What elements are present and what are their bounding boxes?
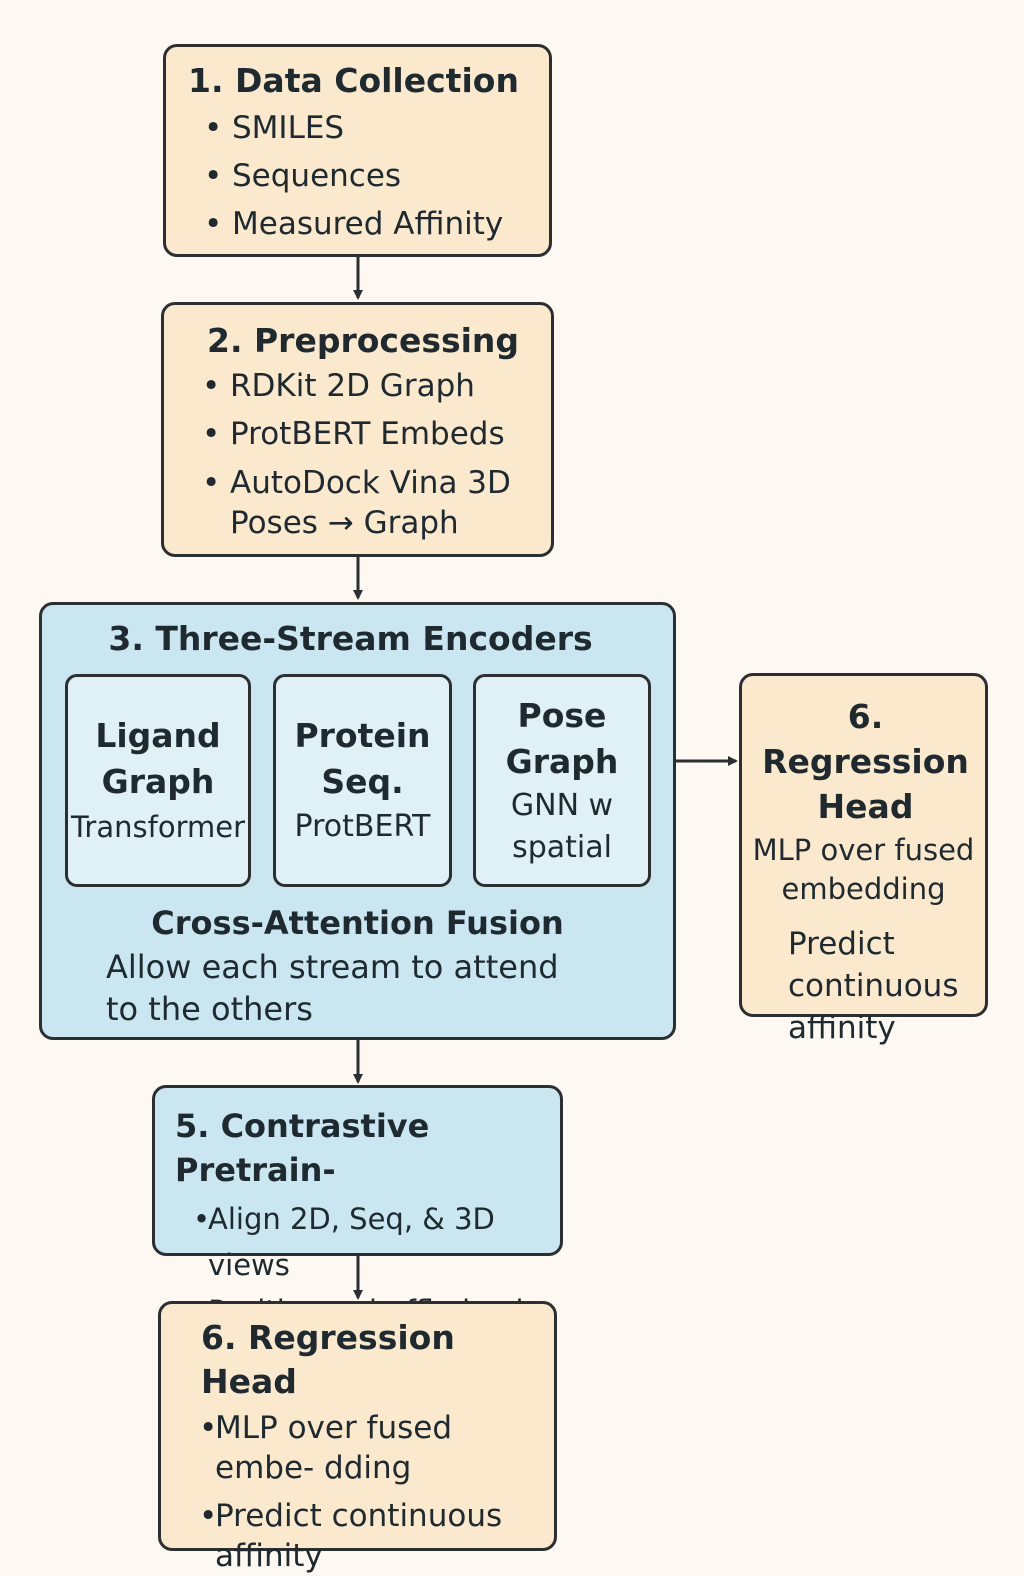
three-stream-encoders-box: 3. Three-Stream Encoders Ligand Graph Tr… xyxy=(39,602,676,1040)
regression-head-side-sub: MLP over fused embedding xyxy=(752,833,975,906)
protein-seq-encoder: Protein Seq. ProtBERT xyxy=(273,674,452,887)
pose-graph-encoder: Pose Graph GNN w spatial xyxy=(473,674,651,887)
data-collection-box: 1. Data Collection SMILES Sequences Meas… xyxy=(163,44,552,257)
cross-attention-fusion-desc: Allow each stream to attend to the other… xyxy=(106,948,559,1028)
pose-graph-title: Pose Graph xyxy=(505,695,619,781)
preprocessing-box: 2. Preprocessing RDKit 2D Graph ProtBERT… xyxy=(161,302,554,557)
data-collection-title: 1. Data Collection xyxy=(188,61,519,100)
regression-head-bottom-list: MLP over fused embe- dding Predict conti… xyxy=(161,1408,554,1576)
list-item: AutoDock Vina 3D Poses → Graph xyxy=(164,463,530,543)
list-item: MLP over fused embe- dding xyxy=(161,1408,495,1488)
preprocessing-list: RDKit 2D Graph ProtBERT Embeds AutoDock … xyxy=(164,363,551,543)
list-item: RDKit 2D Graph xyxy=(164,363,551,409)
preprocessing-title: 2. Preprocessing xyxy=(207,321,520,360)
pipeline-diagram: 1. Data Collection SMILES Sequences Meas… xyxy=(0,0,1024,1536)
ligand-graph-sub: Transformer xyxy=(70,809,245,844)
contrastive-pretrain-title: 5. Contrastive Pretrain- xyxy=(175,1107,430,1189)
cross-attention-fusion-title: Cross-Attention Fusion xyxy=(151,904,564,942)
regression-head-side-desc: Predict continuous affinity xyxy=(788,926,959,1046)
ligand-graph-encoder: Ligand Graph Transformer xyxy=(65,674,251,887)
contrastive-pretrain-box: 5. Contrastive Pretrain- Align 2D, Seq, … xyxy=(152,1085,563,1334)
list-item: SMILES xyxy=(166,105,549,151)
regression-head-side-box: 6. Regression Head MLP over fused embedd… xyxy=(739,673,988,1046)
regression-head-bottom-box: 6. Regression Head MLP over fused embe- … xyxy=(158,1301,557,1574)
pose-graph-sub: GNN w spatial xyxy=(510,787,614,865)
list-item: ProtBERT Embeds xyxy=(164,411,551,457)
three-stream-encoders-title: 3. Three-Stream Encoders xyxy=(108,619,593,658)
list-item: Predict continuous affinity xyxy=(161,1496,505,1576)
list-item: Measured Affinity xyxy=(166,201,549,247)
data-collection-list: SMILES Sequences Measured Affinity xyxy=(166,105,549,247)
list-item: Sequences xyxy=(166,153,549,199)
list-item: Align 2D, Seq, & 3D views xyxy=(155,1196,560,1288)
protein-seq-sub: ProtBERT xyxy=(294,808,431,844)
regression-head-bottom-title: 6. Regression Head xyxy=(201,1318,455,1401)
regression-head-side-title: 6. Regression Head xyxy=(762,697,969,826)
protein-seq-title: Protein Seq. xyxy=(294,715,431,801)
ligand-graph-title: Ligand Graph xyxy=(95,715,221,801)
